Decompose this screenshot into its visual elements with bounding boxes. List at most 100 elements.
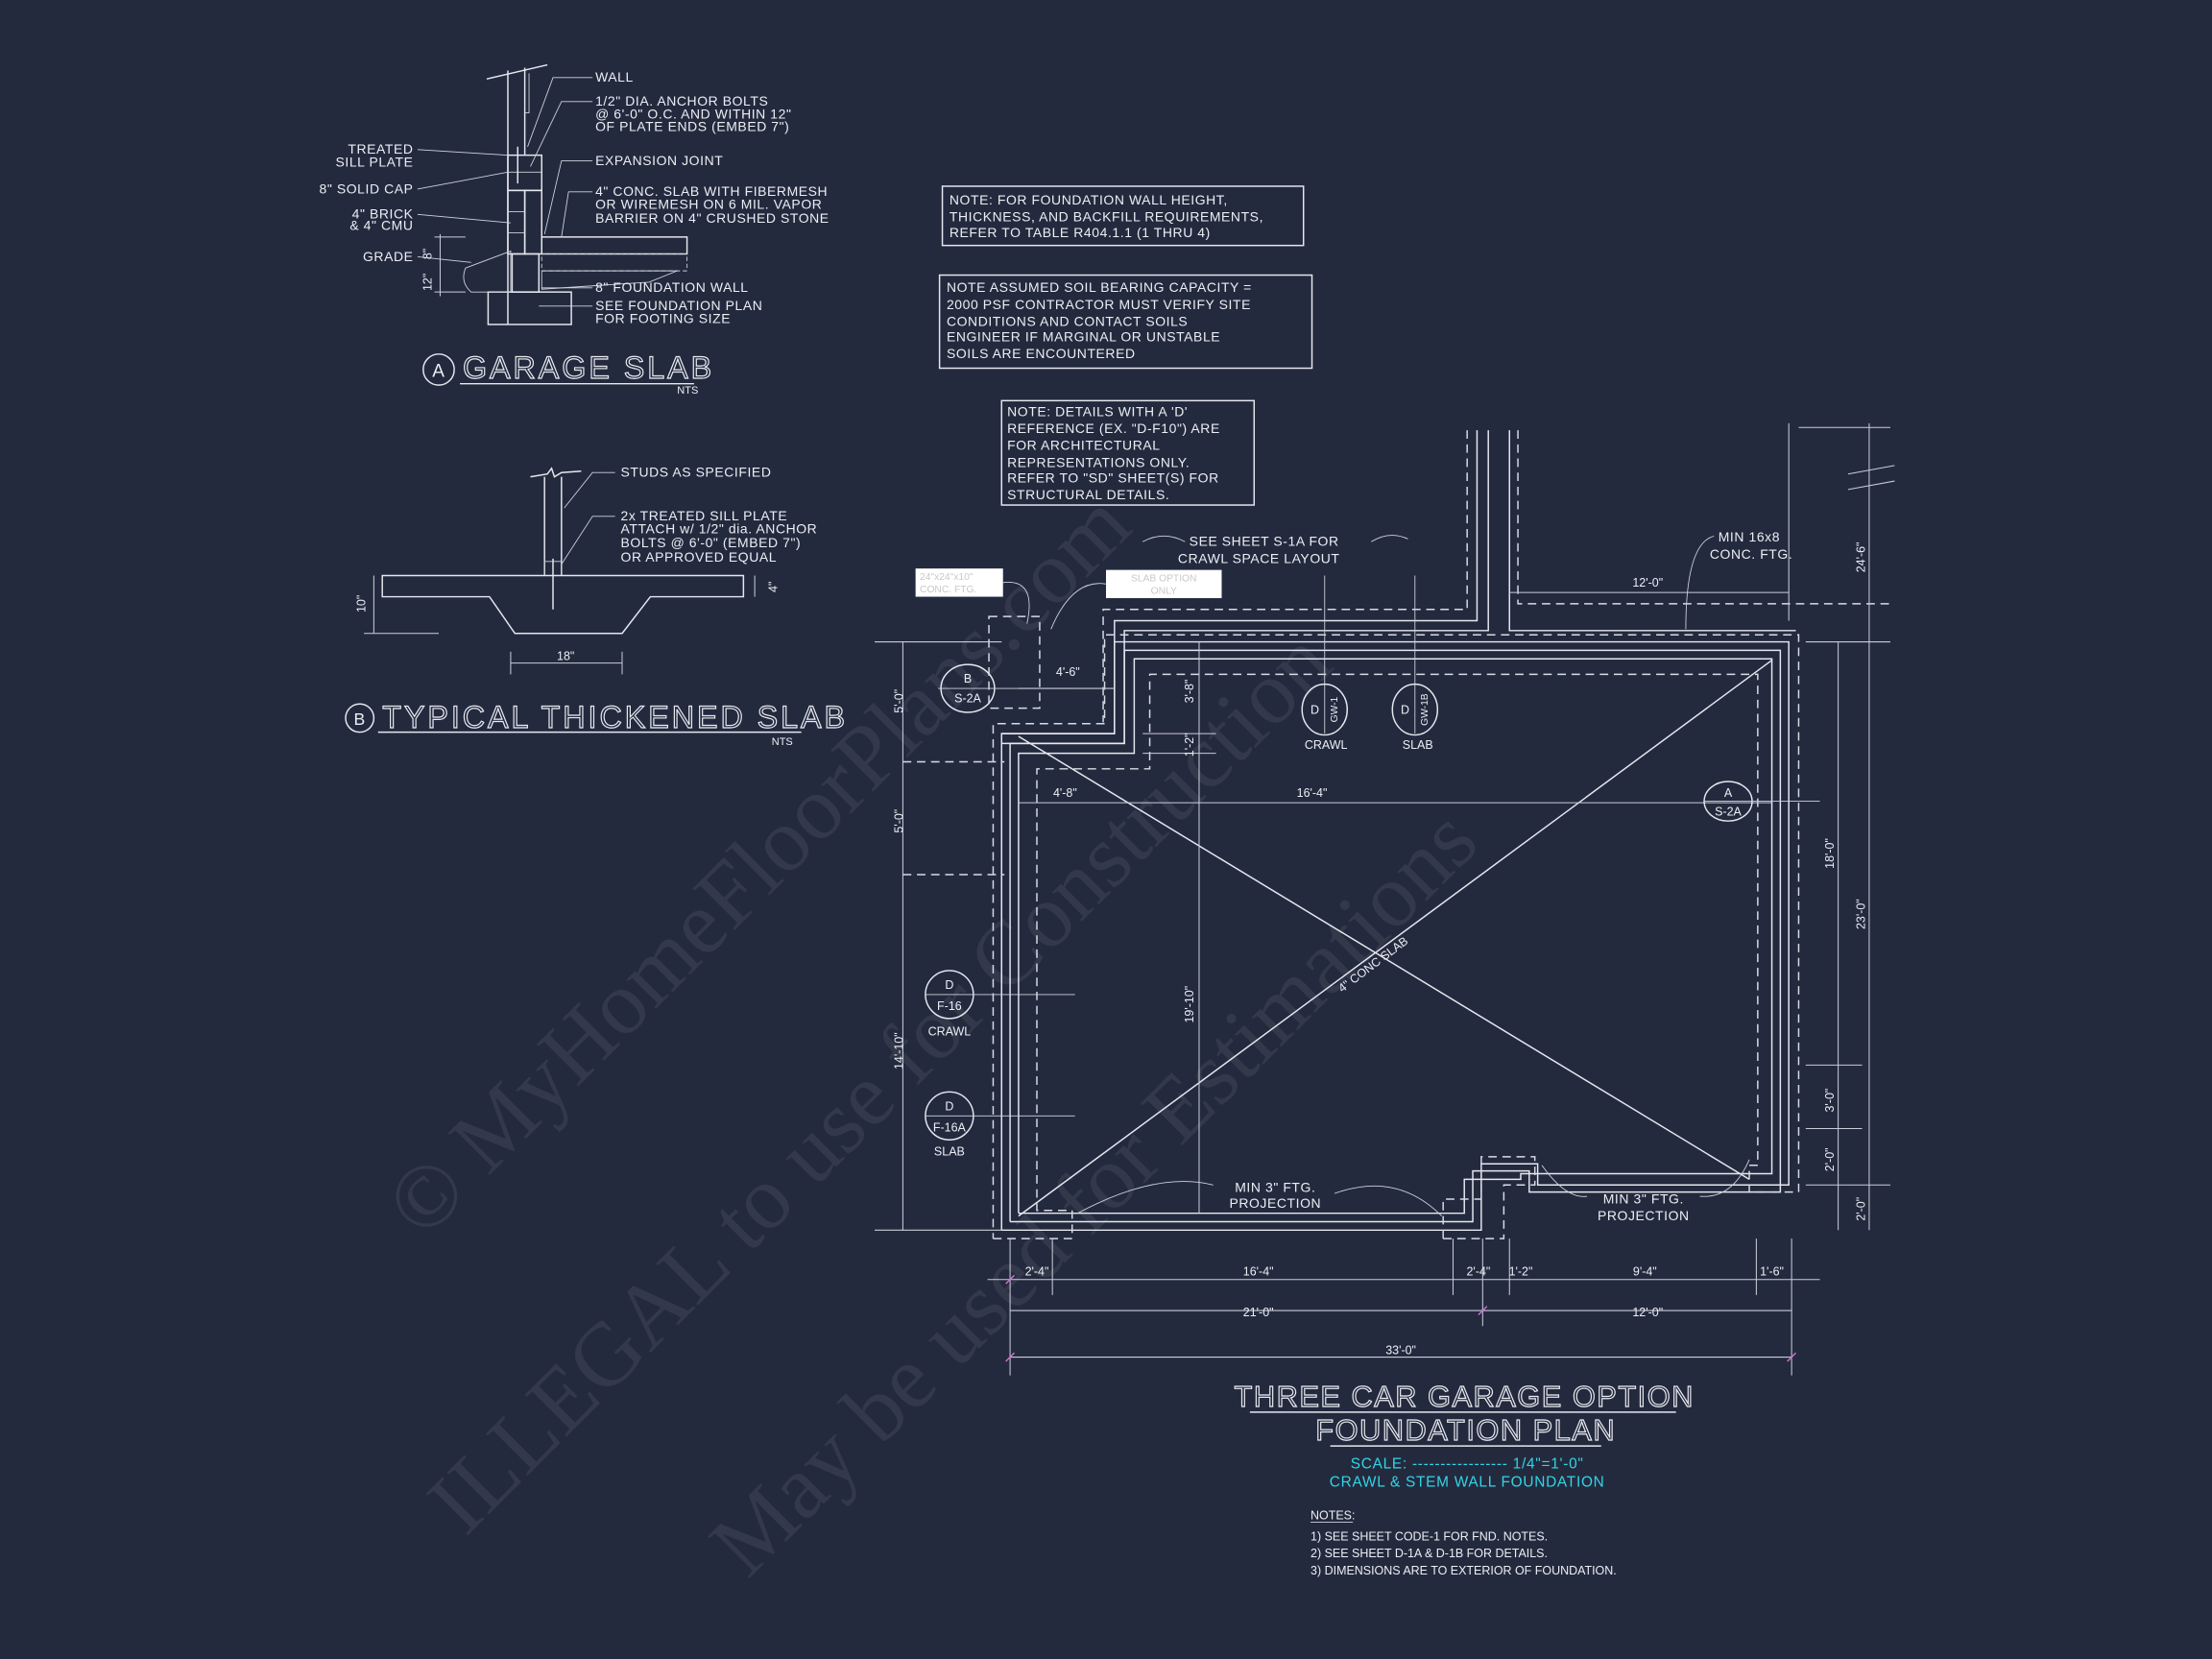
callout-bottom: F-16A (933, 1120, 967, 1134)
callout-bottom: S-2A (1715, 805, 1742, 818)
dim-right-outer: 23'-0" (1855, 899, 1868, 929)
callout-top: B (964, 672, 972, 685)
label-grade: GRADE (363, 249, 414, 264)
plan-scale: SCALE: ----------------- 1/4"=1'-0" (1351, 1456, 1584, 1473)
notes-heading: NOTES: (1310, 1509, 1355, 1523)
note-line: REFER TO TABLE R404.1.1 (1 THRU 4) (950, 225, 1211, 240)
projection-note-4: PROJECTION (1598, 1208, 1690, 1223)
label-sill-plate-3: BOLTS @ 6'-0" (EMBED 7") (621, 535, 802, 550)
callout-d-f16a[interactable]: D F-16A SLAB (925, 1091, 1075, 1158)
callout-top: D (945, 1099, 953, 1113)
crawl-note-1: SEE SHEET S-1A FOR (1190, 534, 1339, 549)
dim-right-outer: 2'-0" (1855, 1197, 1868, 1221)
callout-label: SLAB (934, 1144, 965, 1158)
label-cmu: & 4" CMU (349, 218, 413, 233)
label-sill-plate-1: 2x TREATED SILL PLATE (621, 508, 788, 523)
detail-a-garage-slab: WALL 1/2" DIA. ANCHOR BOLTS @ 6'-0" O.C.… (320, 63, 829, 397)
garage-walls (902, 615, 1800, 1239)
dim-12in: 12" (421, 274, 435, 291)
dim-18in: 18" (557, 650, 574, 663)
note-line: STRUCTURAL DETAILS. (1007, 487, 1169, 502)
projection-note-1: MIN 3" FTG. (1235, 1180, 1315, 1195)
projection-note-2: PROJECTION (1229, 1195, 1321, 1211)
dim-inner-horizontal: 16'-4" (1297, 786, 1328, 800)
plan-title-1: THREE CAR GARAGE OPTION (1235, 1380, 1695, 1413)
callout-d-gw1[interactable]: D GW-1 CRAWL (1301, 575, 1348, 753)
callout-top: D (945, 978, 953, 992)
dim-bottom-row2: 12'-0" (1632, 1306, 1663, 1319)
slab-diagonal (1018, 660, 1772, 1217)
callout-bottom: F-16 (937, 999, 962, 1013)
note-line: CONDITIONS AND CONTACT SOILS (947, 313, 1188, 328)
note-line: REFER TO "SD" SHEET(S) FOR (1007, 470, 1219, 486)
label-foundation-wall: 8" FOUNDATION WALL (595, 279, 749, 295)
detail-a-linework (417, 63, 688, 325)
dim-bottom-total: 33'-0" (1385, 1344, 1416, 1358)
dim-right-outer: 24'-6" (1855, 542, 1868, 573)
dim-bottom: 2'-4" (1467, 1264, 1491, 1278)
callout-bottom: S-2A (954, 692, 981, 706)
label-sill-plate: SILL PLATE (335, 154, 413, 169)
label-conc-slab-2: OR WIREMESH ON 6 MIL. VAPOR (595, 196, 822, 211)
note-line: NOTE ASSUMED SOIL BEARING CAPACITY = (947, 279, 1252, 295)
dimension-lines (875, 422, 1895, 1376)
dim-right-inner: 3'-0" (1823, 1089, 1837, 1113)
dim-bottom: 1'-2" (1509, 1264, 1533, 1278)
dim-left: 14'-10" (892, 1032, 905, 1070)
detail-b-scale: NTS (772, 736, 793, 748)
plan-foundation-type: CRAWL & STEM WALL FOUNDATION (1330, 1475, 1605, 1491)
callout-d-gw1b[interactable]: D GW-1B SLAB (1391, 575, 1439, 753)
label-sill-plate-4: OR APPROVED EQUAL (621, 549, 778, 565)
detail-b-title: TYPICAL THICKENED SLAB (382, 700, 848, 734)
detail-a-scale: NTS (677, 385, 698, 397)
dim-inner-vertical: 19'-10" (1183, 986, 1196, 1023)
callout-top: A (1724, 786, 1733, 800)
detail-b-thickened-slab: STUDS AS SPECIFIED 2x TREATED SILL PLATE… (345, 465, 848, 748)
slab-option-tag-box (1106, 569, 1222, 599)
callout-a-s2a[interactable]: A S-2A (1703, 781, 1820, 822)
dim-left: 5'-0" (892, 809, 905, 833)
detail-tag-circle (422, 353, 455, 386)
plan-note: 2) SEE SHEET D-1A & D-1B FOR DETAILS. (1310, 1547, 1548, 1560)
dim-top: 12'-0" (1632, 576, 1663, 589)
slab-diagonal (1018, 735, 1750, 1181)
detail-b-linework (364, 467, 756, 675)
dim-inner-horizontal: 4'-8" (1053, 786, 1077, 800)
detail-a-title: GARAGE SLAB (463, 350, 714, 385)
note-line: ENGINEER IF MARGINAL OR UNSTABLE (947, 329, 1220, 345)
plan-title-block: THREE CAR GARAGE OPTION FOUNDATION PLAN … (1234, 1379, 1695, 1576)
min-ftg-1: MIN 16x8 (1719, 529, 1780, 544)
label-anchor-bolts-1: 1/2" DIA. ANCHOR BOLTS (595, 93, 768, 108)
dim-8in: 8" (421, 249, 435, 259)
label-expansion-joint: EXPANSION JOINT (595, 153, 723, 168)
note-box-details-reference: NOTE: DETAILS WITH A 'D' REFERENCE (EX. … (1000, 399, 1256, 506)
callout-bottom: GW-1B (1420, 693, 1431, 726)
label-brick: 4" BRICK (352, 206, 414, 222)
label-solid-cap: 8" SOLID CAP (320, 180, 414, 196)
dim-inner-vertical: 1'-2" (1183, 733, 1196, 757)
dim-right-inner: 2'-0" (1823, 1147, 1837, 1171)
callout-b-s2a[interactable]: B S-2A (938, 663, 1072, 713)
slab-option-tag-2: ONLY (1151, 587, 1177, 597)
callout-label: SLAB (1403, 738, 1433, 752)
dim-bottom: 9'-4" (1633, 1264, 1657, 1278)
detail-tag-a: A (432, 361, 445, 381)
callout-label: CRAWL (928, 1025, 972, 1039)
note-line: NOTE: FOR FOUNDATION WALL HEIGHT, (950, 192, 1228, 207)
crawl-note-2: CRAWL SPACE LAYOUT (1178, 550, 1340, 565)
dim-bottom: 1'-6" (1760, 1264, 1784, 1278)
callout-d-f16[interactable]: D F-16 CRAWL (925, 970, 1075, 1039)
foundation-plan: 4" CONC SLAB (875, 422, 1895, 1376)
dim-inner-vertical: 3'-8" (1183, 680, 1196, 704)
min-ftg-2: CONC. FTG. (1710, 546, 1792, 562)
note-line: NOTE: DETAILS WITH A 'D' (1007, 403, 1188, 419)
label-wall: WALL (595, 69, 634, 84)
detail-tag-b: B (354, 709, 366, 729)
dim-10in: 10" (355, 595, 369, 613)
label-studs: STUDS AS SPECIFIED (621, 465, 772, 480)
label-conc-slab-1: 4" CONC. SLAB WITH FIBERMESH (595, 183, 828, 199)
plan-title-2: FOUNDATION PLAN (1315, 1413, 1616, 1447)
label-see-plan-1: SEE FOUNDATION PLAN (595, 298, 762, 313)
slab-option-tag-1: SLAB OPTION (1131, 573, 1196, 584)
note-box-soil-bearing: NOTE ASSUMED SOIL BEARING CAPACITY = 200… (938, 274, 1313, 370)
